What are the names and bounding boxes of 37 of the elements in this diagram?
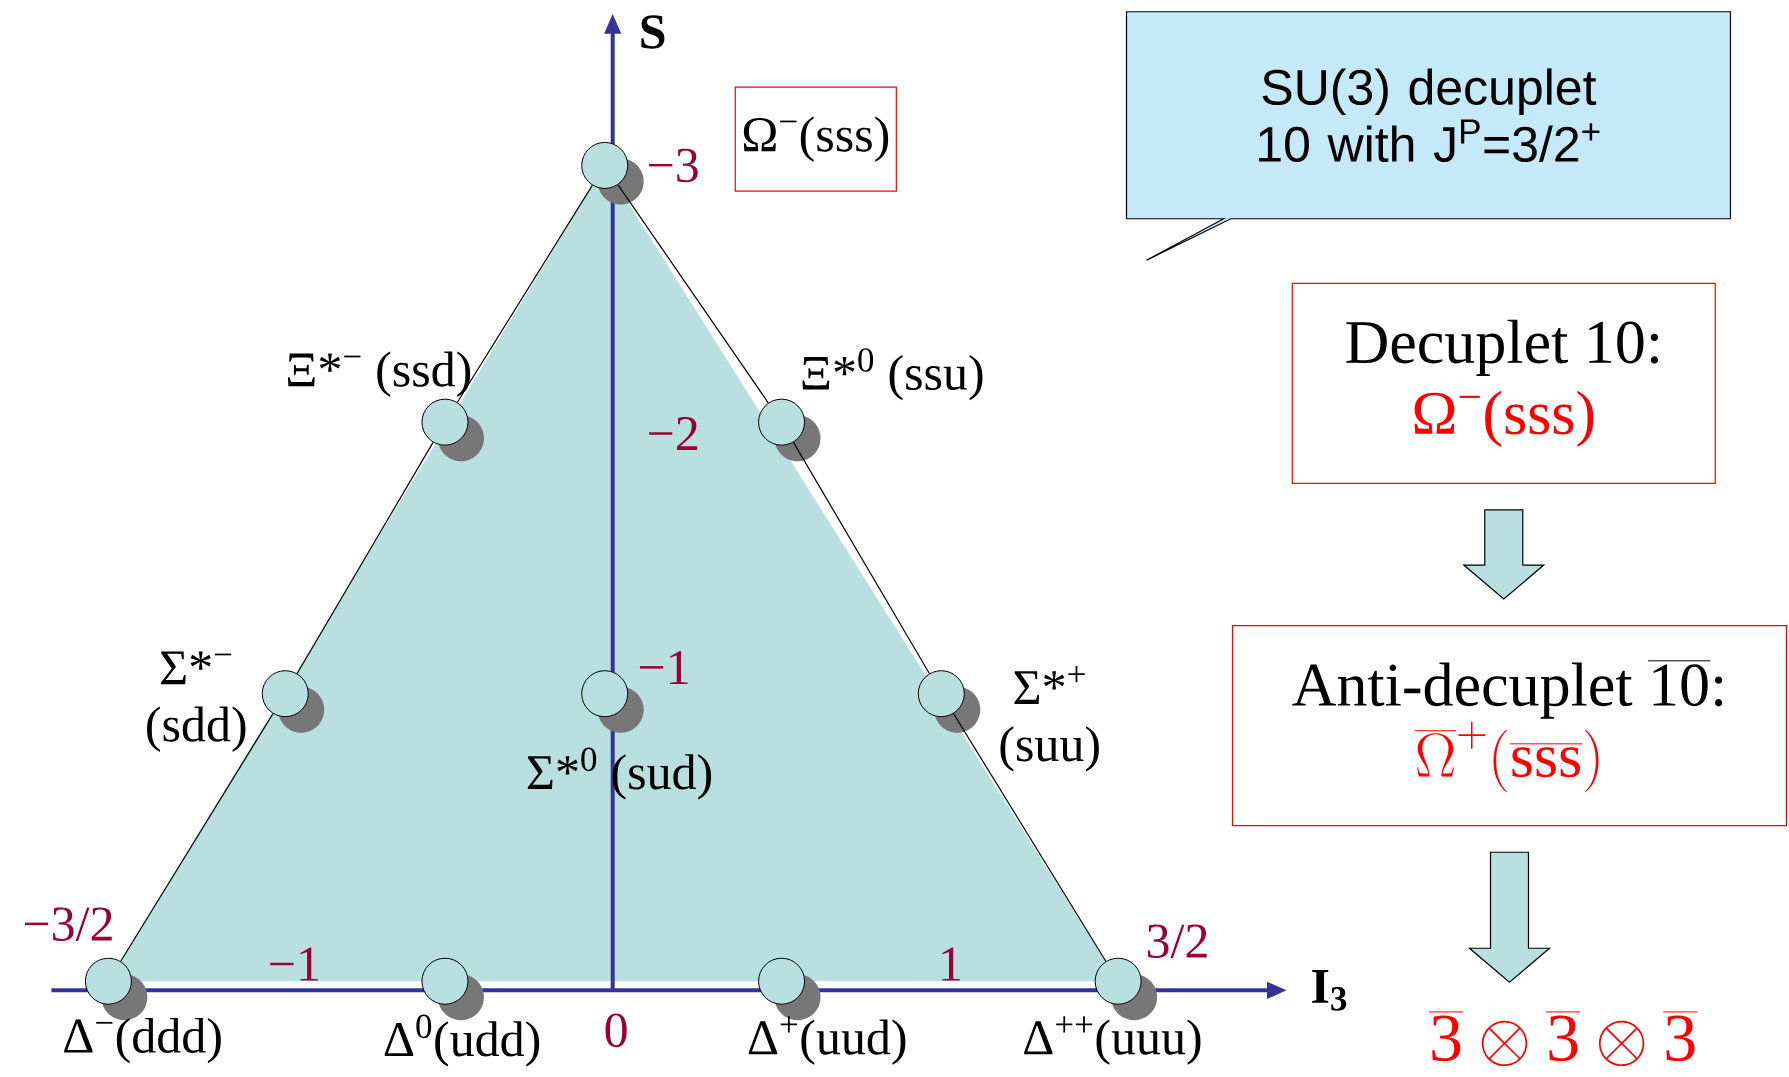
particle-circle bbox=[261, 670, 325, 733]
particle-label-box: Ω$^{−}$(sss) bbox=[734, 86, 897, 192]
triangle-edge bbox=[456, 184, 593, 403]
particle-label: Δ$^{0}$(udd) bbox=[384, 1014, 540, 1067]
particle-label: Σ*$^{+}$ (suu) bbox=[1000, 666, 1099, 772]
particle-label: Δ$^{++}$(uuu) bbox=[1024, 1016, 1201, 1065]
tick-label: −1 bbox=[270, 947, 318, 981]
tick-label: −3 bbox=[649, 148, 698, 183]
triangle-edge bbox=[617, 184, 769, 404]
triangle-edge bbox=[296, 441, 434, 675]
particle-circle bbox=[917, 670, 981, 733]
block-arrow bbox=[1462, 509, 1546, 600]
particle-circle bbox=[581, 141, 644, 205]
tick-label: −1 bbox=[639, 650, 688, 684]
tick-label: 1 bbox=[942, 947, 960, 981]
triangle-edge bbox=[792, 441, 930, 675]
particle-label: Δ$^{+}$(uud) bbox=[748, 1016, 906, 1065]
speech-bubble: SU(3) decuplet 10 with J$^{P}$=3/2$^{+}$ bbox=[1125, 11, 1732, 261]
particle-circle bbox=[758, 398, 821, 462]
particle-label: Δ$^{−}$(ddd) bbox=[64, 1017, 221, 1064]
triangle-edge bbox=[953, 713, 1107, 962]
product-formula: $\overline{\text{3}}\otimes\overline{\text{3}}\otimes\overline{\text{3}}$ bbox=[1429, 1011, 1698, 1067]
tick-label: −3/2 bbox=[24, 907, 112, 941]
tick-label: 0 bbox=[605, 1013, 627, 1048]
particle-label: Ξ*$^{0}$ (ssu) bbox=[802, 348, 983, 401]
axis-label: I$_{3}$ bbox=[1312, 970, 1347, 1011]
particle-label: Ξ*$^{−}$ (ssd) bbox=[287, 351, 471, 397]
particle-circle bbox=[421, 398, 484, 462]
tick-label: 3/2 bbox=[1147, 924, 1207, 959]
tick-label: −2 bbox=[649, 417, 697, 451]
triangle-edge bbox=[120, 713, 274, 962]
anti-decuplet-box: $\text{Anti-decuplet }\overline{\text{10}}\text{:}$ $\overline{\Omega}^{+}(\overline{\text{sss}})$ bbox=[1231, 625, 1788, 827]
decuplet-box: Decuplet 10: Ω$^{−}$(sss) bbox=[1291, 282, 1716, 484]
particle-circle bbox=[1094, 957, 1158, 1021]
block-arrow bbox=[1467, 851, 1552, 983]
particle-label: Σ*$^{−}$ (sdd) bbox=[147, 651, 246, 752]
axis-label: S bbox=[641, 15, 665, 49]
